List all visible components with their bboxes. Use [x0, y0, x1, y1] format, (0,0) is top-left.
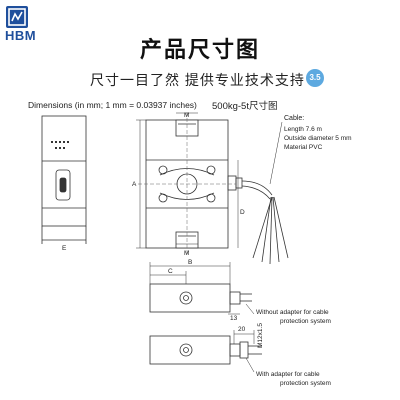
dim-m-top-label: M	[184, 112, 189, 119]
brand-name: HBM	[5, 28, 37, 43]
dim-c-label: C	[168, 268, 173, 275]
front-view-centerlines	[138, 112, 236, 256]
cable-title: Cable:	[284, 115, 304, 122]
top-view-without-adapter	[149, 283, 252, 313]
page-title: 产品尺寸图	[139, 37, 260, 62]
top-view-dimensions	[149, 262, 255, 315]
dim-b-label: B	[188, 259, 192, 266]
cable-length: Length 7.6 m	[284, 126, 322, 133]
dim-a-label: A	[132, 181, 137, 188]
dim-20-label: 20	[238, 326, 246, 333]
note-without-adapter-line1: Without adapter for cable	[256, 309, 329, 316]
front-view-dimensions	[136, 112, 239, 249]
adapter-dimensions	[233, 330, 255, 373]
subtitle: 尺寸一目了然 提供专业技术支持	[90, 72, 305, 88]
dim-m12-label: M12x1.5	[257, 323, 264, 348]
dim-e-label: E	[62, 245, 67, 252]
cable	[241, 180, 289, 265]
dimensions-note: Dimensions (in mm; 1 mm = 0.03937 inches…	[28, 100, 197, 110]
note-with-adapter-line2: protection system	[280, 380, 331, 387]
hbm-logo-icon	[6, 6, 28, 28]
cable-diameter: Outside diameter 5 mm	[284, 135, 352, 142]
top-view-with-adapter	[149, 335, 262, 365]
side-view	[41, 115, 87, 244]
cable-leader	[269, 121, 283, 185]
side-view-dots	[51, 141, 69, 149]
dim-13-label: 13	[230, 315, 238, 322]
dim-d-label: D	[240, 209, 245, 216]
cable-material: Material PVC	[284, 144, 323, 151]
dim-m-bottom-label: M	[184, 250, 189, 257]
note-with-adapter-line1: With adapter for cable	[256, 371, 320, 378]
note-without-adapter-line2: protection system	[280, 318, 331, 325]
model-label: 500kg-5t尺寸图	[212, 101, 278, 112]
support-badge-icon: 3.5	[306, 69, 324, 87]
